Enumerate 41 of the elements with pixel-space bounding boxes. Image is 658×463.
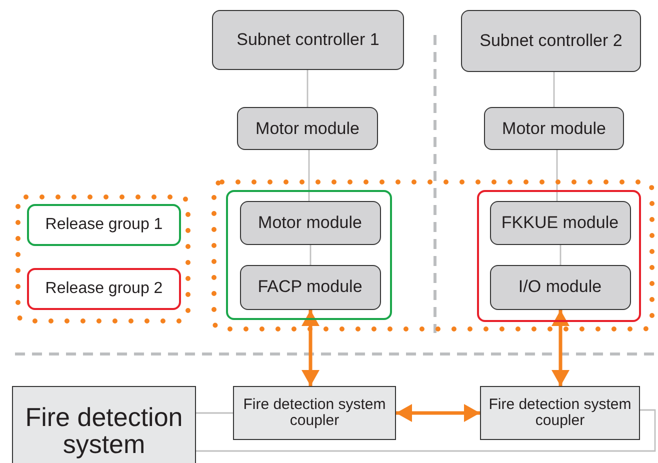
system-box: [233, 386, 396, 440]
module-box: [490, 200, 630, 244]
node-label: Fire detection system coupler: [488, 397, 632, 429]
module-box: [461, 10, 641, 72]
group-box: [226, 190, 392, 320]
node-label: Motor module: [501, 120, 607, 138]
group-box: [27, 268, 181, 310]
connector-line: [560, 245, 562, 265]
connector-line: [196, 412, 233, 414]
connector-line: [556, 150, 558, 201]
node-label: Motor module: [254, 120, 360, 138]
node-label: Motor module: [257, 214, 363, 232]
node-label: I/O module: [517, 278, 603, 296]
connector-line: [310, 245, 312, 265]
connector-line: [308, 150, 310, 201]
module-box: [240, 264, 380, 310]
node-label: Fire detection system: [24, 404, 184, 458]
node-label: Release group 2: [44, 280, 164, 298]
group-box: [27, 204, 181, 246]
node-label: Subnet controller 1: [236, 31, 380, 49]
arrow: [302, 310, 320, 386]
node-label: Release group 1: [44, 216, 164, 234]
module-box: [237, 107, 378, 150]
system-box: [480, 386, 640, 440]
module-box: [212, 10, 404, 70]
arrow: [552, 310, 570, 386]
connector-line: [306, 70, 308, 107]
module-box: [490, 264, 630, 310]
node-label: FKKUE module: [500, 214, 620, 232]
module-box: [484, 107, 624, 150]
connector-line: [553, 72, 555, 107]
system-box: [12, 386, 196, 463]
connector-line: [196, 409, 656, 452]
dotted-group-frame: [14, 193, 192, 325]
node-label: Subnet controller 2: [478, 32, 624, 50]
node-label: Fire detection system coupler: [242, 397, 387, 429]
arrow: [396, 404, 480, 422]
group-box: [477, 190, 641, 322]
node-label: FACP module: [256, 278, 364, 296]
dotted-group-frame: [210, 178, 656, 333]
module-box: [240, 200, 380, 244]
